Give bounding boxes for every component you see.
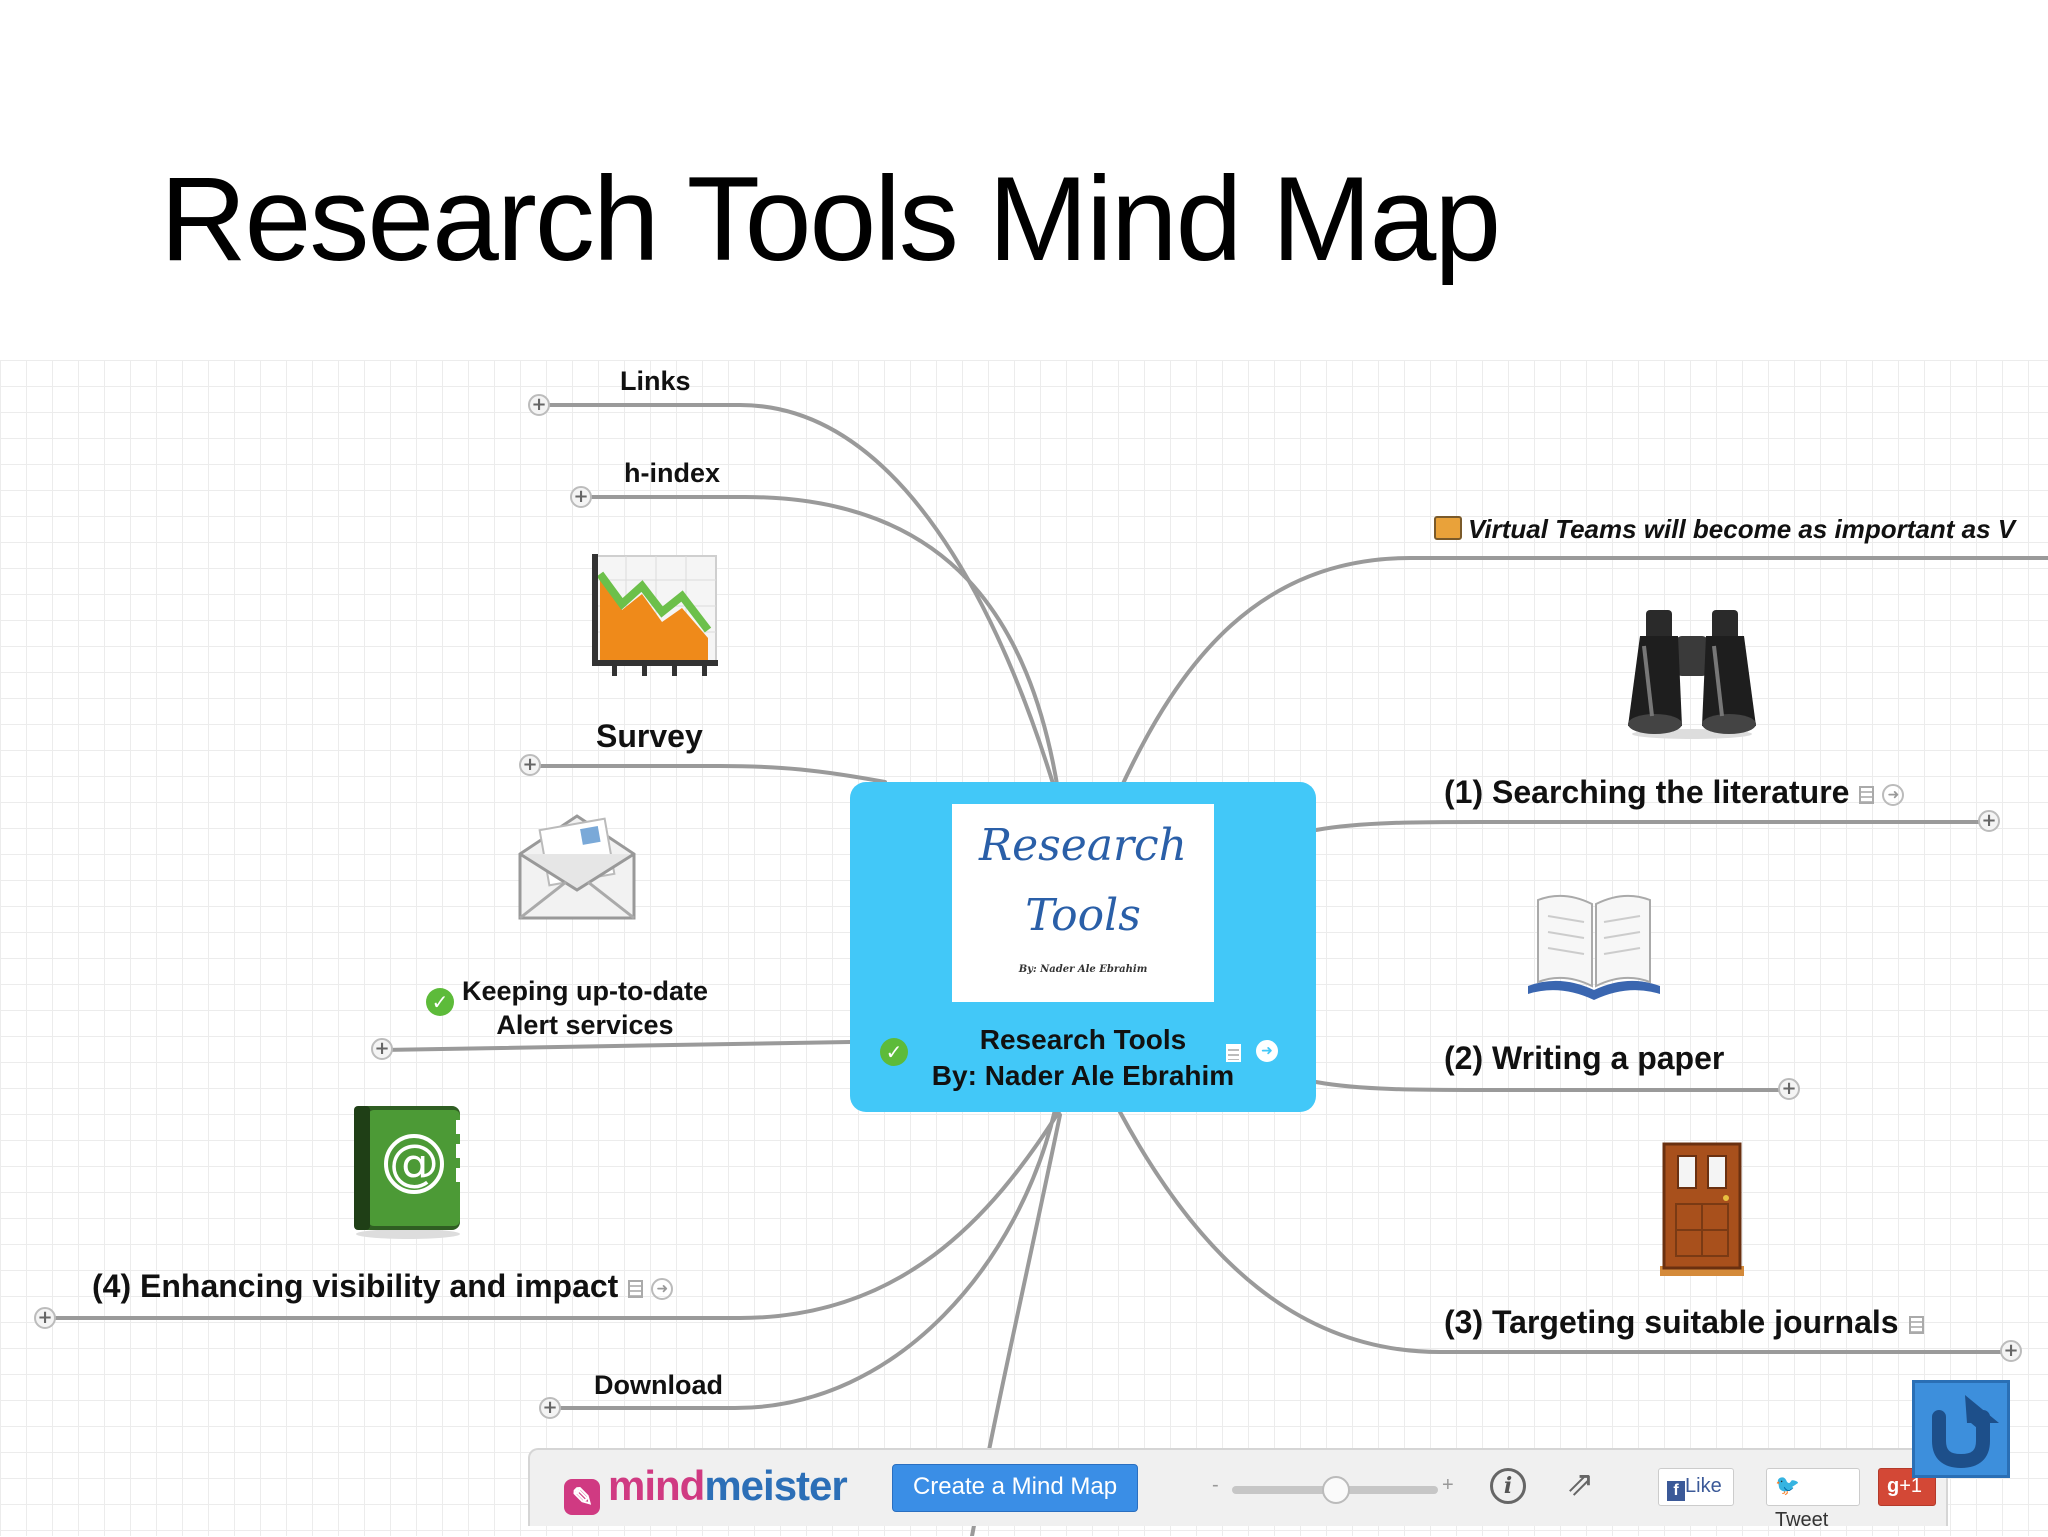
expand-survey-button[interactable]: + [519, 754, 541, 776]
keeping-line1: Keeping up-to-date [462, 976, 708, 1006]
return-button[interactable] [1912, 1380, 2010, 1478]
zoom-plus-label[interactable]: + [1442, 1474, 1454, 1496]
mindmeister-logo[interactable]: ✎mindmeister [564, 1462, 848, 1515]
virtual-text: Virtual Teams will become as important a… [1468, 514, 2016, 544]
return-arrow-icon [1932, 1395, 1999, 1469]
zoom-minus-label[interactable]: - [1212, 1474, 1219, 1496]
center-note-icon[interactable] [1226, 1044, 1241, 1062]
info-icon[interactable]: i [1490, 1468, 1526, 1504]
cover-byline: By: Nader Ale Ebrahim [1018, 964, 1148, 975]
expand-links-button[interactable]: + [528, 394, 550, 416]
connector-virtual [1118, 556, 2048, 792]
targeting-text: (3) Targeting suitable journals [1444, 1304, 1899, 1340]
expand-keeping-button[interactable]: + [371, 1038, 393, 1060]
connector-targeting [1118, 1110, 2014, 1354]
branch-targeting-label[interactable]: (3) Targeting suitable journals [1444, 1304, 1924, 1341]
center-link-icon[interactable]: ➜ [1256, 1040, 1278, 1062]
plus-one-label: +1 [1899, 1475, 1923, 1497]
check-icon: ✓ [426, 988, 454, 1016]
searching-note-icon[interactable] [1859, 785, 1875, 804]
svg-text:@: @ [389, 1134, 439, 1192]
mind-map-canvas[interactable]: + Links + h-index + Survey ✓ Keeping up-… [0, 360, 2048, 1536]
branch-keeping-label[interactable]: ✓ Keeping up-to-date Alert services [426, 974, 708, 1042]
like-label: Like [1685, 1475, 1722, 1497]
branch-download-label[interactable]: Download [594, 1370, 723, 1400]
branch-searching-label[interactable]: (1) Searching the literature ➜ [1444, 774, 1905, 811]
slide-title: Research Tools Mind Map [160, 152, 1501, 286]
expand-enhancing-button[interactable]: + [34, 1307, 56, 1329]
brand-meister-text: meister [704, 1462, 847, 1509]
expand-writing-button[interactable]: + [1778, 1078, 1800, 1100]
connector-searching [1314, 820, 1990, 832]
branch-virtual-label[interactable]: Virtual Teams will become as important a… [1434, 514, 2015, 545]
connector-writing [1314, 1080, 1794, 1092]
expand-searching-button[interactable]: + [1978, 810, 2000, 832]
connector-enhancing [44, 1108, 1062, 1320]
brand-mind-text: mind [608, 1462, 705, 1509]
keeping-line2: Alert services [496, 1010, 674, 1040]
lightbulb-icon [1434, 516, 1462, 540]
central-topic-label: Research Tools By: Nader Ale Ebrahim [850, 1022, 1316, 1094]
chart-icon [592, 554, 718, 676]
enhancing-text: (4) Enhancing visibility and impact [92, 1268, 619, 1304]
connector-links [543, 403, 1057, 792]
google-plus-icon: g [1887, 1475, 1900, 1497]
connector-hindex [583, 495, 1060, 792]
facebook-icon: f [1667, 1481, 1685, 1501]
note-icon[interactable] [628, 1279, 644, 1298]
tweet-button[interactable]: 🐦 Tweet [1766, 1468, 1860, 1531]
open-book-icon [1528, 894, 1660, 1000]
link-arrow-icon[interactable]: ➜ [651, 1277, 674, 1300]
connector-download [548, 1108, 1057, 1410]
branch-enhancing-label[interactable]: (4) Enhancing visibility and impact ➜ [92, 1268, 674, 1305]
connector-keeping [380, 1040, 852, 1052]
targeting-note-icon[interactable] [1908, 1315, 1924, 1334]
central-topic-line2: By: Nader Ale Ebrahim [931, 1060, 1235, 1091]
envelope-icon [518, 814, 636, 920]
mindmeister-toolbar: ✎mindmeister Create a Mind Map - + i ⇗ f… [528, 1448, 1948, 1531]
expand-targeting-button[interactable]: + [2000, 1340, 2022, 1362]
connector-lines [44, 403, 2048, 1536]
connector-survey [528, 764, 887, 784]
zoom-thumb[interactable] [1322, 1476, 1350, 1504]
branch-links-label[interactable]: Links [620, 366, 691, 396]
central-topic-line1: Research Tools [979, 1024, 1187, 1055]
searching-text: (1) Searching the literature [1444, 774, 1850, 810]
twitter-icon: 🐦 [1775, 1475, 1800, 1497]
expand-download-button[interactable]: + [539, 1397, 561, 1419]
mindmeister-logo-icon: ✎ [564, 1479, 600, 1515]
binoculars-icon [1628, 610, 1756, 739]
center-check-icon: ✓ [880, 1038, 908, 1066]
cover-title-tools: Tools [1025, 890, 1141, 941]
tweet-label: Tweet [1775, 1509, 1829, 1531]
central-topic-node[interactable]: Research Tools By: Nader Ale Ebrahim ✓ R… [850, 782, 1316, 1112]
searching-link-icon[interactable]: ➜ [1882, 783, 1905, 806]
cover-title-research: Research [978, 820, 1188, 871]
zoom-slider[interactable]: - + [1202, 1474, 1454, 1504]
create-mind-map-button[interactable]: Create a Mind Map [892, 1464, 1138, 1512]
branch-hindex-label[interactable]: h-index [624, 458, 721, 488]
address-book-icon: @ [354, 1106, 464, 1239]
branch-survey-label[interactable]: Survey [596, 718, 703, 754]
expand-hindex-button[interactable]: + [570, 486, 592, 508]
door-icon [1660, 1142, 1744, 1276]
research-tools-cover-image: Research Tools By: Nader Ale Ebrahim [952, 804, 1214, 1002]
share-icon[interactable]: ⇗ [1566, 1464, 1595, 1504]
branch-writing-label[interactable]: (2) Writing a paper [1444, 1040, 1725, 1076]
